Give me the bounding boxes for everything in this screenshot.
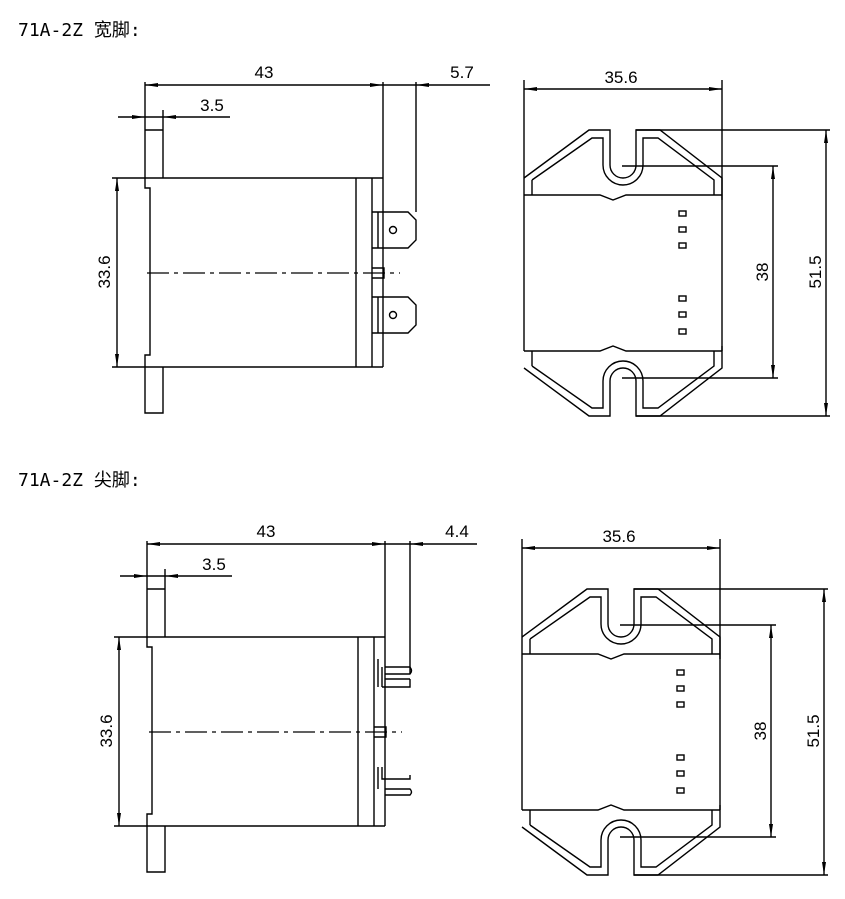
dim-width: 35.6 <box>604 68 637 87</box>
side-view-wide-pin: 43 3.5 5.7 33.6 <box>95 63 490 414</box>
dim-total-height: 51.5 <box>804 714 823 747</box>
dim-pin-width: 3.5 <box>202 555 226 574</box>
front-view-wide-pin: 35.6 38 51.5 <box>523 68 831 417</box>
dim-pin-width: 3.5 <box>200 96 224 115</box>
dim-width: 35.6 <box>602 527 635 546</box>
section-title-wide-pin: 71A-2Z 宽脚: <box>18 20 141 41</box>
dim-length: 43 <box>255 63 274 82</box>
dim-length: 43 <box>257 522 276 541</box>
dim-total-height: 51.5 <box>806 255 825 288</box>
dim-terminal: 5.7 <box>450 63 474 82</box>
pin-terminals <box>374 541 413 796</box>
dim-mount-pitch: 38 <box>753 263 772 282</box>
dim-mount-pitch: 38 <box>751 722 770 741</box>
side-view-pointed-pin: 43 3.5 4.4 33.6 <box>97 522 477 873</box>
front-view-pointed-pin: 35.6 38 51.5 <box>521 527 829 876</box>
dim-terminal: 4.4 <box>445 522 469 541</box>
dim-height: 33.6 <box>97 714 116 747</box>
quick-connect-terminals <box>372 82 417 334</box>
section-title-pointed-pin: 71A-2Z 尖脚: <box>18 470 141 491</box>
dim-height: 33.6 <box>95 255 114 288</box>
